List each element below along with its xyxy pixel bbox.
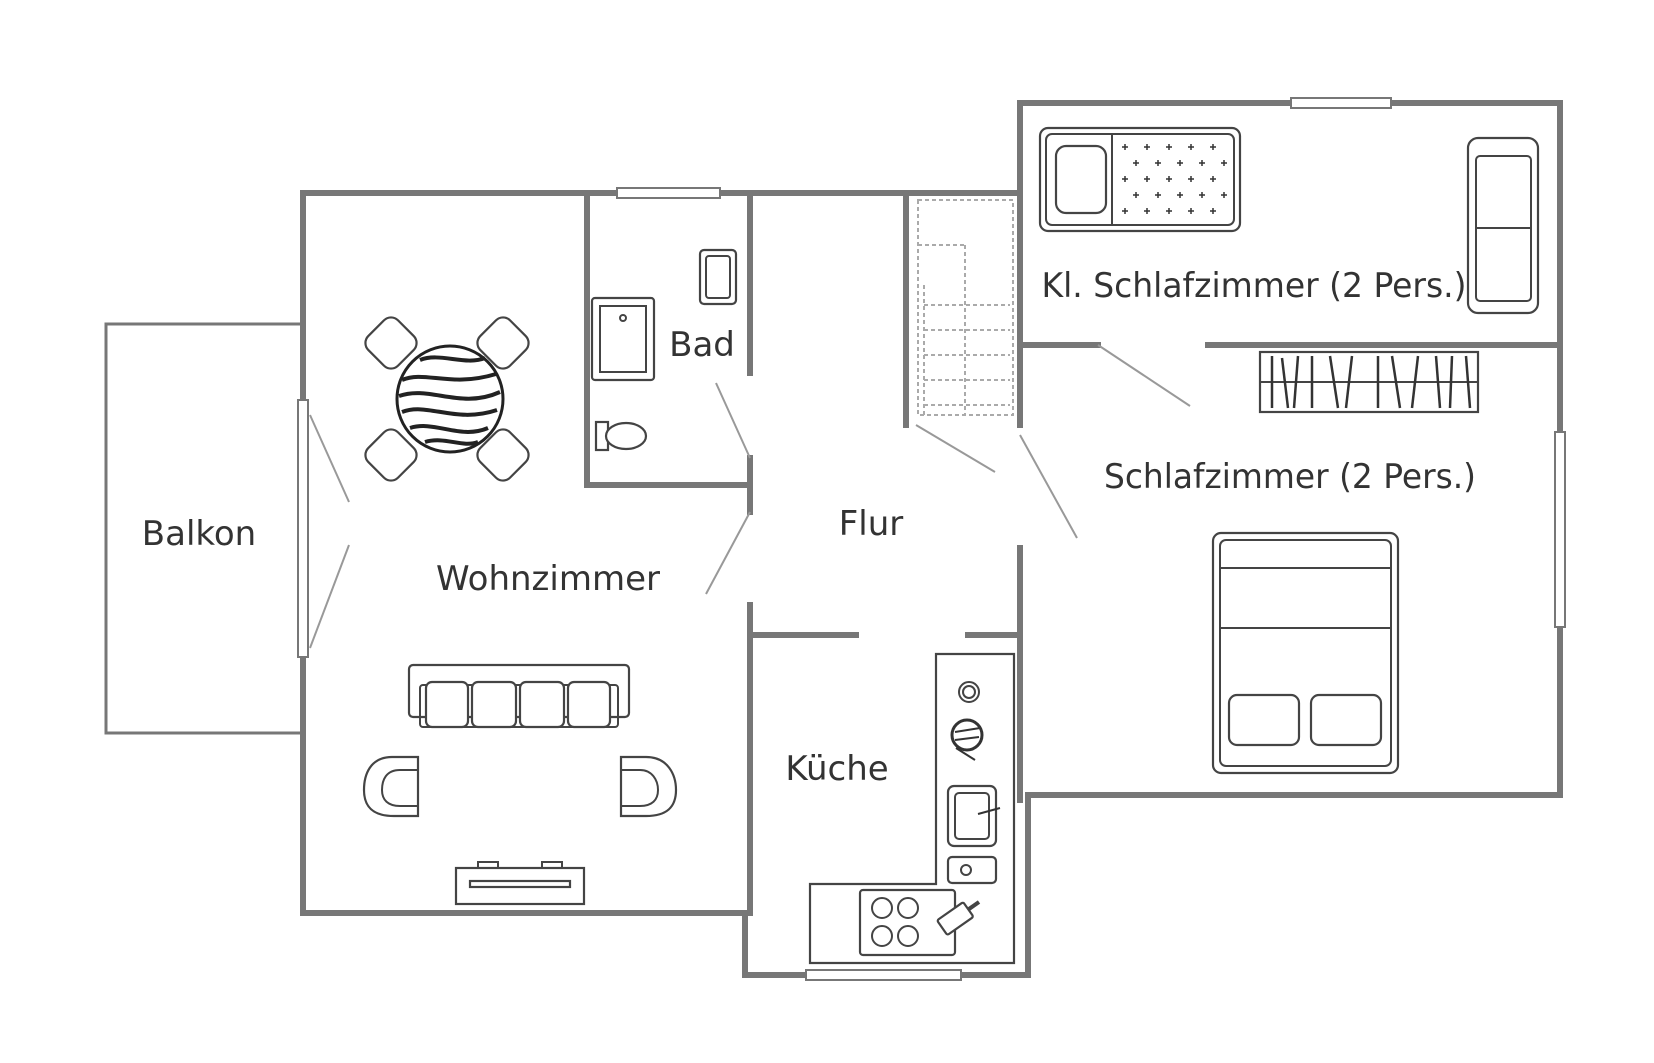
staircase bbox=[917, 199, 1014, 416]
sofa bbox=[407, 663, 631, 729]
wardrobe bbox=[1258, 350, 1480, 414]
room-labels: Balkon Wohnzimmer Bad Flur Küche Kl. Sch… bbox=[142, 266, 1476, 789]
room-label-wohnzimmer: Wohnzimmer bbox=[436, 559, 660, 599]
room-label-schlafzimmer: Schlafzimmer (2 Pers.) bbox=[1104, 457, 1476, 497]
door-swings bbox=[309, 344, 1191, 649]
tv-stand bbox=[454, 861, 586, 906]
small-bedroom-furniture bbox=[1038, 126, 1540, 315]
balcony bbox=[104, 322, 300, 735]
room-label-kueche: Küche bbox=[785, 749, 888, 789]
bathroom-fixtures bbox=[590, 248, 738, 452]
dining-table bbox=[364, 316, 530, 482]
room-label-balkon: Balkon bbox=[142, 514, 256, 554]
kitchen-counter bbox=[808, 652, 1016, 965]
room-label-bad: Bad bbox=[669, 325, 735, 365]
windows bbox=[297, 97, 1566, 981]
armchairs bbox=[362, 755, 678, 818]
room-label-kl-schlafzimmer: Kl. Schlafzimmer (2 Pers.) bbox=[1042, 266, 1467, 306]
double-bed bbox=[1211, 531, 1400, 775]
walls bbox=[300, 100, 1563, 978]
room-label-flur: Flur bbox=[839, 504, 904, 544]
